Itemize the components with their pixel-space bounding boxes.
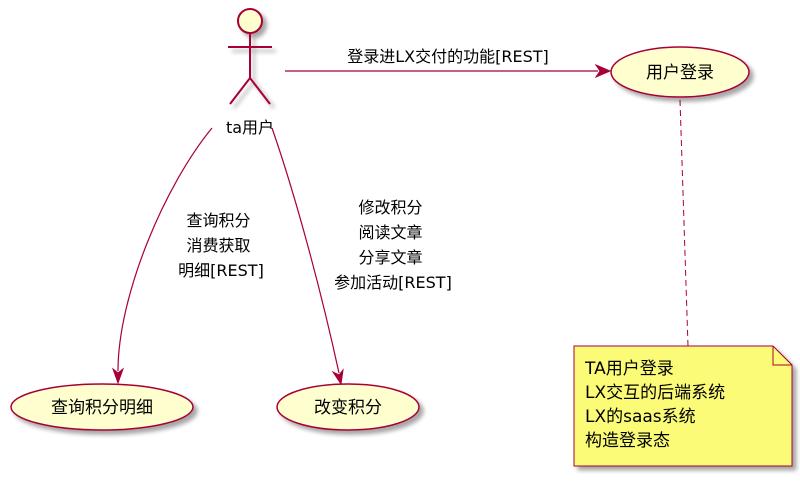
usecase-query-points-label: 查询积分明细: [51, 398, 153, 418]
note-text: TA用户登录 LX交互的后端系统 LX的saas系统 构造登录态: [584, 359, 731, 451]
arrowhead-change-points: [331, 368, 344, 386]
edge-label-login: 登录进LX交付的功能[REST]: [347, 47, 549, 66]
note: [573, 345, 793, 467]
note-connector: [679, 99, 689, 347]
edge-actor-change-points: [271, 127, 340, 374]
usecase-change-points-label: 改变积分: [314, 398, 382, 418]
usecase-login-label: 用户登录: [646, 63, 714, 83]
edge-actor-query-points: [117, 127, 213, 372]
arrowhead-query-points: [111, 367, 125, 385]
usecase-login: [610, 46, 750, 98]
actor-name: ta用户: [226, 118, 274, 137]
edge-label-change-points: 修改积分 阅读文章 分享文章 参加活动[REST]: [334, 198, 452, 292]
usecase-change-points: [276, 383, 420, 431]
edge-label-query-points: 查询积分 消费获取 明细[REST]: [178, 211, 264, 280]
usecase-query-points: [10, 383, 194, 431]
arrowhead-login: [594, 63, 612, 79]
stick-figure-icon: [228, 8, 272, 105]
